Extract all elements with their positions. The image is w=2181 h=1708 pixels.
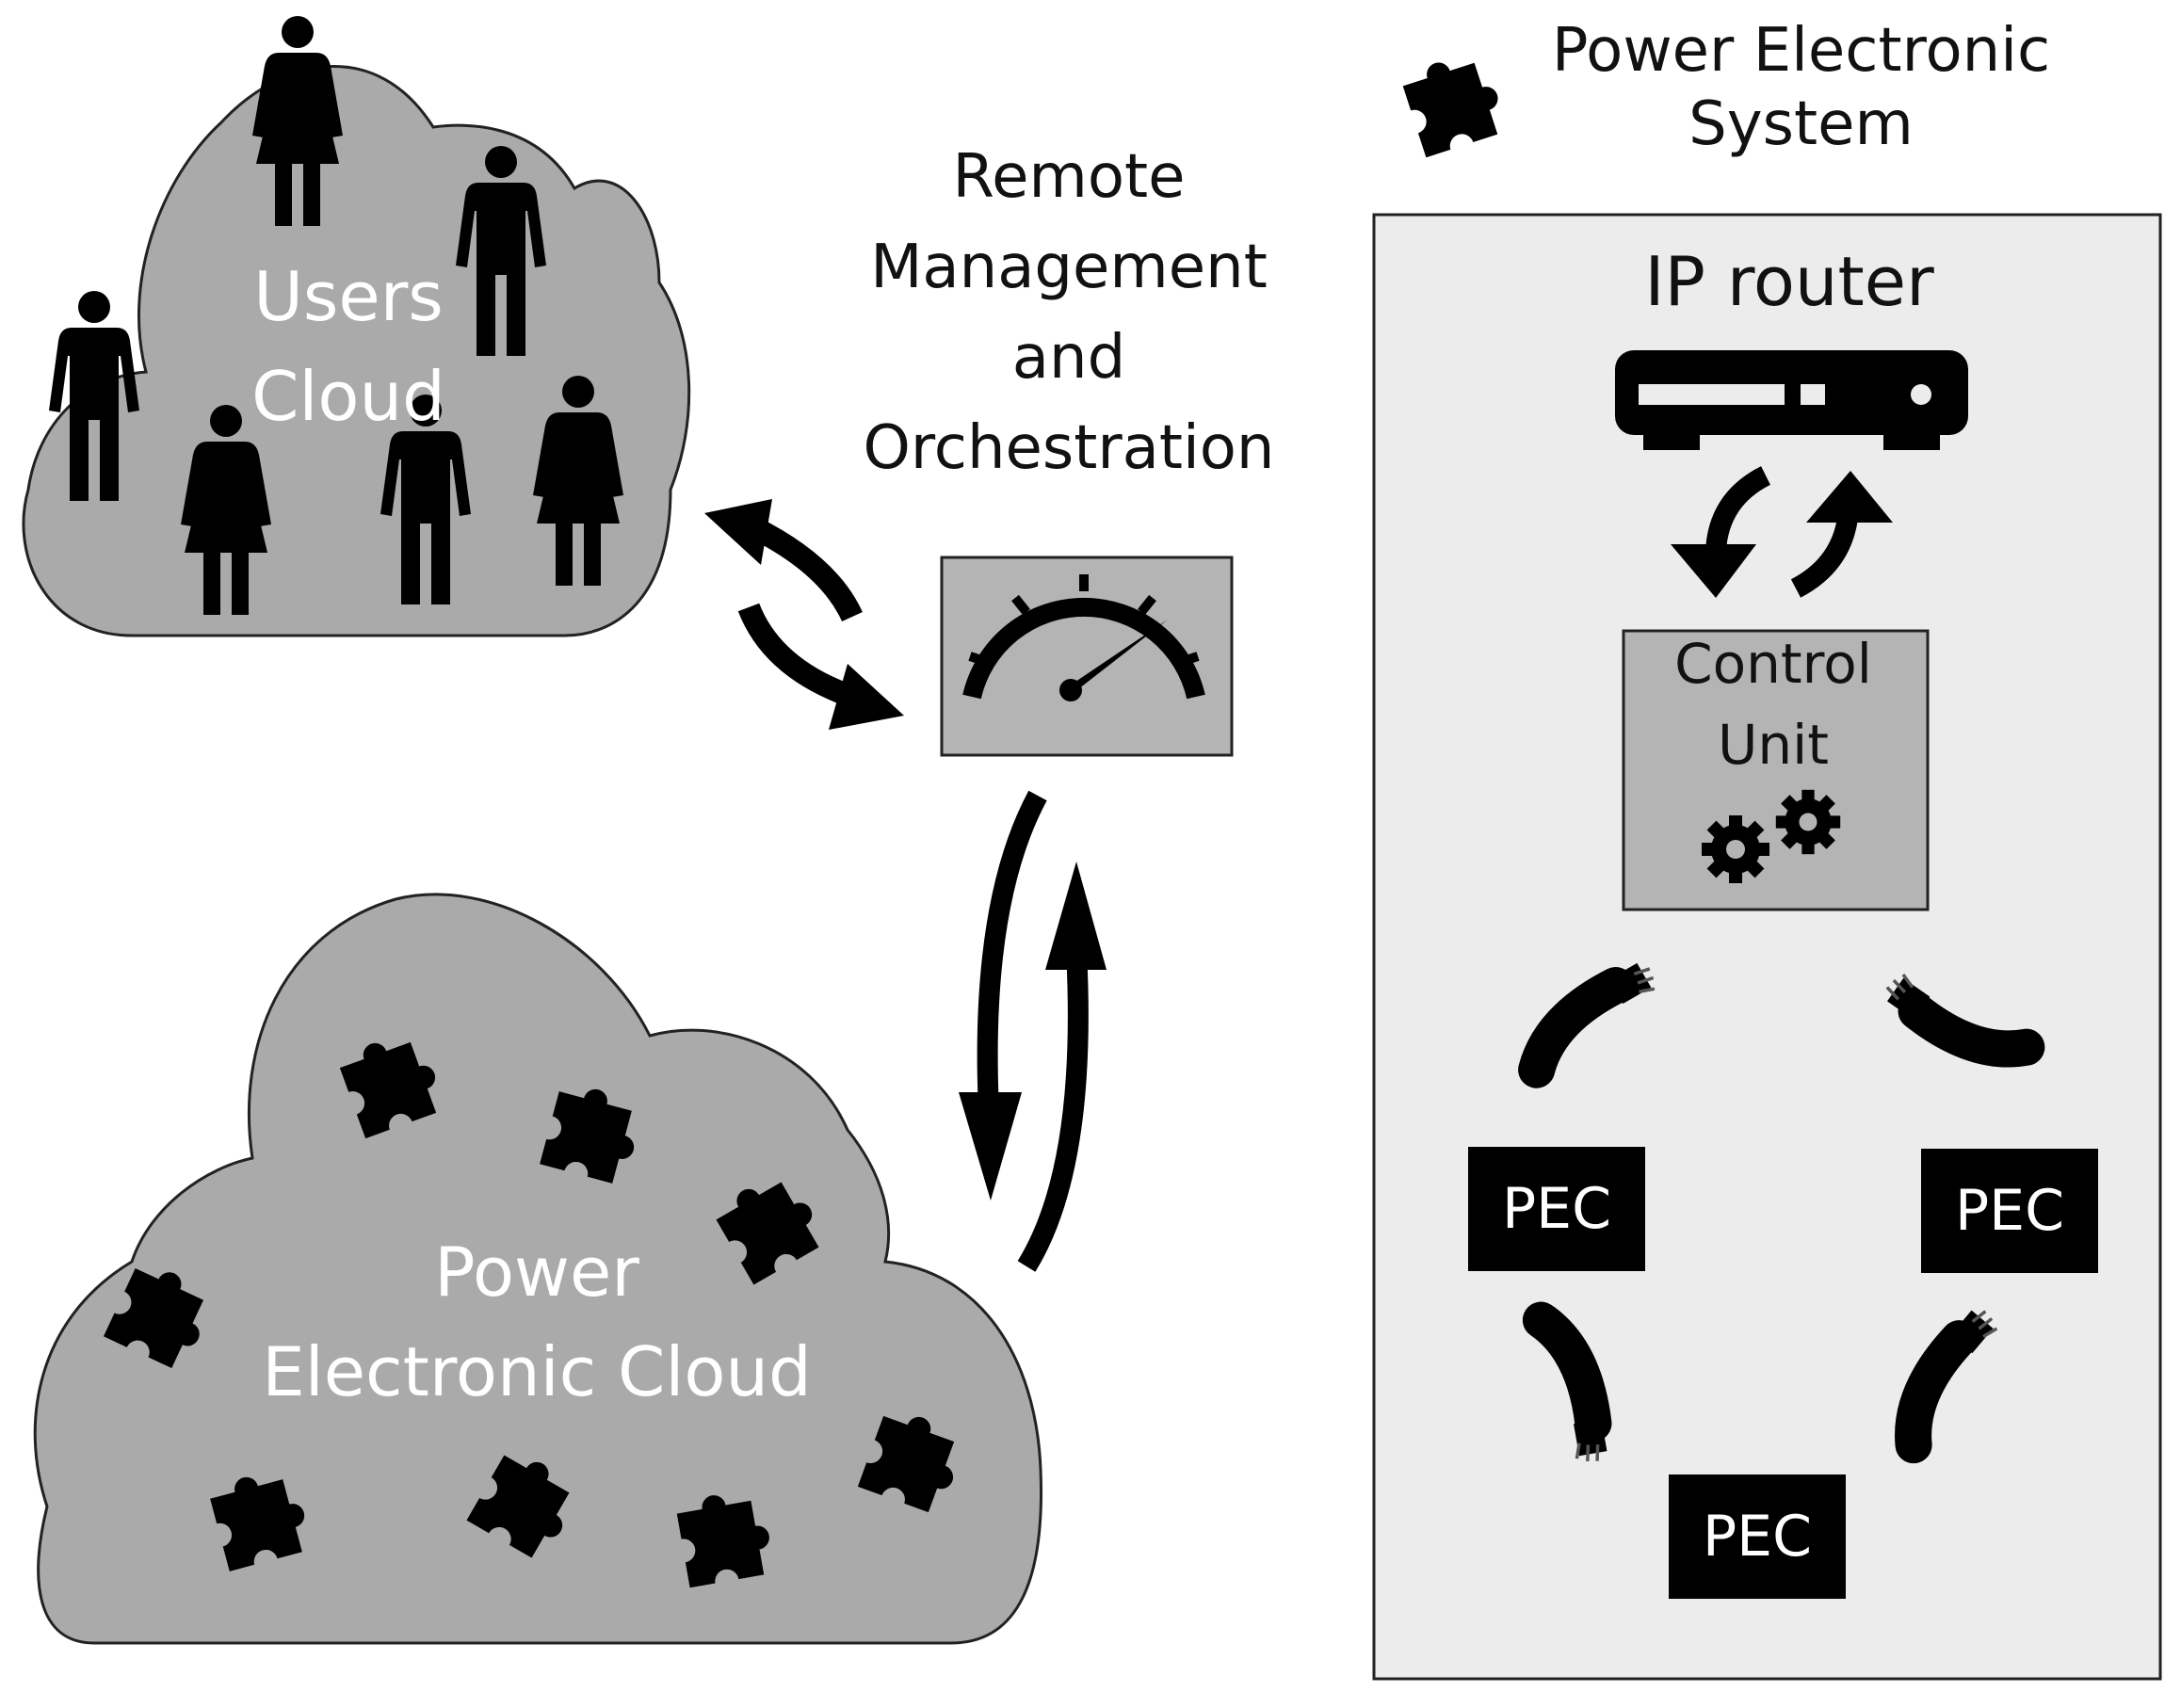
- pe-cloud-label: Power Electronic Cloud: [245, 1222, 829, 1422]
- pe-cloud-line-1: Power: [434, 1233, 639, 1312]
- management-box: [940, 556, 1234, 757]
- puzzle-icon: [1398, 47, 1510, 158]
- control-unit-label: Control Unit: [1624, 623, 1923, 785]
- router-control-arrows: [1671, 466, 1893, 598]
- legend-line-1: Power Electronic: [1551, 16, 2051, 86]
- management-cloud-arrows: [959, 790, 1107, 1272]
- system-panel: [1372, 213, 2162, 1681]
- users-cloud-label: Users Cloud: [217, 247, 480, 446]
- control-unit-line-2: Unit: [1717, 713, 1830, 777]
- control-unit-line-1: Control: [1674, 632, 1872, 696]
- remote-line-1: Remote: [952, 142, 1186, 212]
- router-icon: [1615, 350, 1968, 450]
- remote-management-label: Remote Management and Orchestration: [843, 132, 1295, 493]
- legend-line-2: System: [1688, 89, 1914, 160]
- remote-line-2: Management: [870, 233, 1268, 302]
- remote-line-3: and: [1011, 323, 1126, 393]
- gauge-icon: [962, 574, 1205, 701]
- pec-box: PEC: [1669, 1474, 1846, 1599]
- power-electronic-cloud: [33, 893, 1043, 1645]
- legend-label: Power Electronic System: [1507, 14, 2095, 161]
- control-unit-box: [1622, 629, 1930, 911]
- remote-line-4: Orchestration: [863, 413, 1275, 483]
- ip-router-label: IP router: [1644, 242, 1934, 321]
- pe-cloud-line-2: Electronic Cloud: [262, 1332, 812, 1411]
- pec-box: PEC: [1921, 1149, 2098, 1273]
- pec-box: PEC: [1468, 1147, 1645, 1271]
- users-management-arrows: [704, 499, 904, 730]
- users-cloud-line-2: Cloud: [251, 357, 445, 436]
- users-cloud: [22, 16, 691, 637]
- users-cloud-line-1: Users: [253, 257, 444, 336]
